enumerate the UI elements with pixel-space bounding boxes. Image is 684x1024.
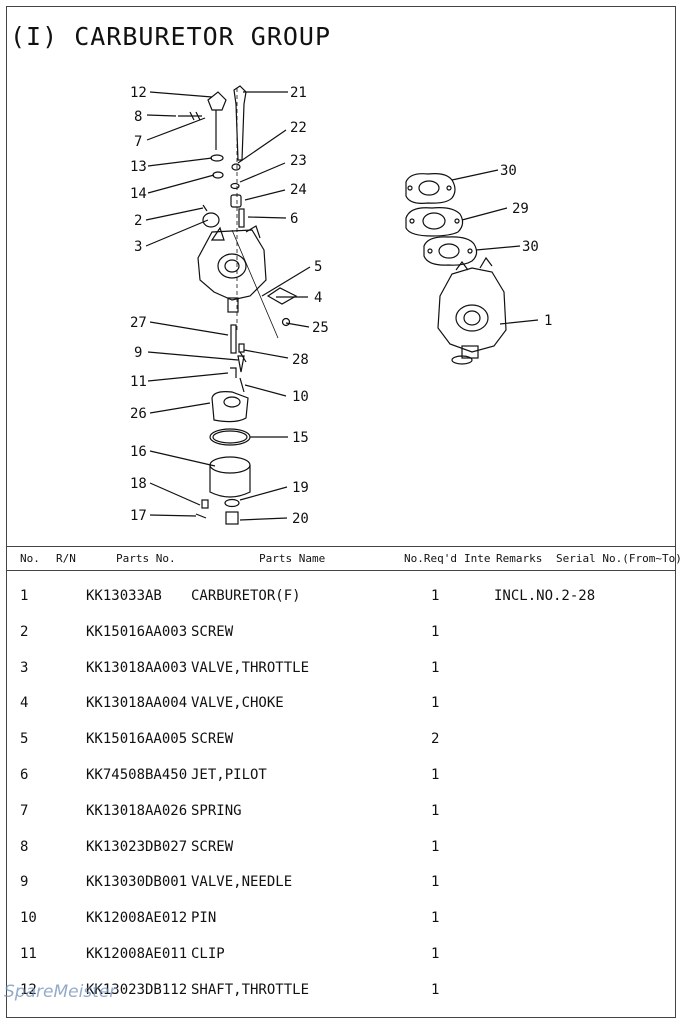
- row-parts-no: KK13018AA026: [86, 803, 188, 819]
- row-qty: 1: [431, 910, 440, 926]
- row-qty: 1: [431, 767, 440, 783]
- row-parts-no: KK13033AB: [86, 588, 162, 604]
- row-parts-no: KK74508BA450: [86, 767, 188, 783]
- row-parts-name: SCREW: [191, 839, 234, 855]
- row-parts-no: KK15016AA005: [86, 731, 188, 747]
- svg-text:20: 20: [292, 511, 309, 527]
- row-qty: 1: [431, 982, 440, 998]
- gasket-30-top: [405, 173, 456, 204]
- svg-text:4: 4: [314, 290, 322, 306]
- row-no: 12: [20, 982, 37, 998]
- row-qty: 1: [431, 660, 440, 676]
- row-parts-name: PIN: [191, 910, 217, 926]
- svg-text:18: 18: [130, 476, 147, 492]
- row-no: 8: [20, 839, 29, 855]
- svg-text:6: 6: [290, 211, 298, 227]
- svg-text:9: 9: [134, 345, 142, 361]
- row-no: 7: [20, 803, 29, 819]
- row-no: 11: [20, 946, 37, 962]
- row-qty: 1: [431, 874, 440, 890]
- header-no: No.: [20, 552, 40, 565]
- row-qty: 1: [431, 624, 440, 640]
- header-rn: R/N: [56, 552, 76, 565]
- row-parts-name: JET,PILOT: [191, 767, 267, 783]
- row-parts-no: KK15016AA003: [86, 624, 188, 640]
- svg-text:3: 3: [134, 239, 142, 255]
- header-serial: Serial No.(From~To): [556, 552, 682, 565]
- svg-text:2: 2: [134, 213, 142, 229]
- page-frame: [6, 6, 676, 1018]
- row-parts-no: KK12008AE011: [86, 946, 188, 962]
- row-parts-name: SCREW: [191, 624, 234, 640]
- row-qty: 1: [431, 839, 440, 855]
- svg-text:11: 11: [130, 374, 147, 390]
- svg-text:15: 15: [292, 430, 309, 446]
- svg-text:21: 21: [290, 85, 307, 101]
- svg-text:24: 24: [290, 182, 307, 198]
- row-no: 3: [20, 660, 29, 676]
- row-qty: 1: [431, 946, 440, 962]
- table-header-top-rule: [6, 546, 676, 547]
- row-parts-name: SHAFT,THROTTLE: [191, 982, 310, 998]
- row-parts-name: SCREW: [191, 731, 234, 747]
- svg-text:26: 26: [130, 406, 147, 422]
- svg-text:25: 25: [312, 320, 329, 336]
- header-remarks: Remarks: [496, 552, 543, 565]
- row-parts-name: VALVE,THROTTLE: [191, 660, 310, 676]
- svg-text:13: 13: [130, 159, 147, 175]
- svg-text:7: 7: [134, 134, 142, 150]
- svg-text:30: 30: [522, 239, 539, 255]
- row-parts-name: VALVE,NEEDLE: [191, 874, 293, 890]
- svg-text:19: 19: [292, 480, 309, 496]
- row-parts-name: VALVE,CHOKE: [191, 695, 284, 711]
- svg-text:29: 29: [512, 201, 529, 217]
- svg-text:27: 27: [130, 315, 147, 331]
- svg-text:14: 14: [130, 186, 147, 202]
- svg-text:28: 28: [292, 352, 309, 368]
- row-no: 1: [20, 588, 29, 604]
- svg-text:22: 22: [290, 120, 307, 136]
- row-qty: 1: [431, 803, 440, 819]
- page-title: (I) CARBURETOR GROUP: [10, 22, 332, 51]
- row-no: 6: [20, 767, 29, 783]
- row-parts-name: CARBURETOR(F): [191, 588, 301, 604]
- header-parts-no: Parts No.: [116, 552, 176, 565]
- row-no: 4: [20, 695, 29, 711]
- svg-text:10: 10: [292, 389, 309, 405]
- row-parts-name: CLIP: [191, 946, 225, 962]
- row-no: 9: [20, 874, 29, 890]
- row-no: 2: [20, 624, 29, 640]
- svg-text:17: 17: [130, 508, 147, 524]
- row-parts-no: KK12008AE012: [86, 910, 188, 926]
- svg-text:1: 1: [544, 313, 552, 329]
- row-parts-no: KK13023DB112: [86, 982, 188, 998]
- svg-text:8: 8: [134, 109, 142, 125]
- row-parts-no: KK13018AA003: [86, 660, 188, 676]
- row-qty: 2: [431, 731, 440, 747]
- header-parts-name: Parts Name: [259, 552, 326, 565]
- row-remarks: INCL.NO.2-28: [494, 588, 596, 604]
- row-parts-no: KK13023DB027: [86, 839, 188, 855]
- callout-labels: 12 21 8 7 22 13 23 14 24 2 6 3 5 4 25 27…: [130, 85, 552, 527]
- row-qty: 1: [431, 695, 440, 711]
- svg-text:5: 5: [314, 259, 322, 275]
- svg-text:23: 23: [290, 153, 307, 169]
- header-inte: Inte: [464, 552, 491, 565]
- row-parts-no: KK13030DB001: [86, 874, 188, 890]
- svg-text:16: 16: [130, 444, 147, 460]
- row-qty: 1: [431, 588, 440, 604]
- row-parts-name: SPRING: [191, 803, 242, 819]
- svg-text:12: 12: [130, 85, 147, 101]
- exploded-parts-diagram: 12 21 8 7 22 13 23 14 24 2 6 3 5 4 25 27…: [130, 85, 552, 527]
- table-header-bottom-rule: [6, 570, 676, 571]
- row-no: 10: [20, 910, 37, 926]
- row-no: 5: [20, 731, 29, 747]
- header-no-reqd: No.Req'd: [404, 552, 457, 565]
- svg-text:30: 30: [500, 163, 517, 179]
- watermark-logo: SpareMeister: [4, 982, 117, 1002]
- row-parts-no: KK13018AA004: [86, 695, 188, 711]
